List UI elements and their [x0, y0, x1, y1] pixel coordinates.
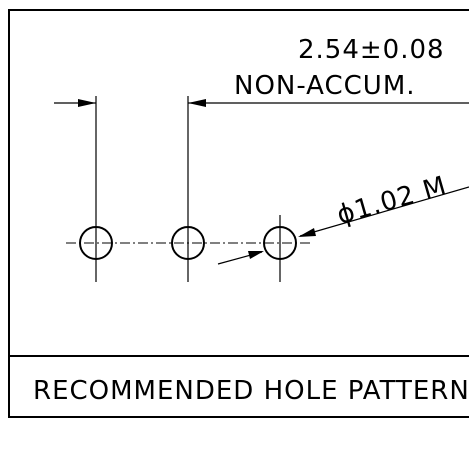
- dimension-arrow-left: [78, 99, 96, 107]
- dimension-arrow-right: [188, 99, 206, 107]
- diameter-leader-arrow: [298, 228, 316, 237]
- hole-diameter-text: ϕ1.02 M: [334, 171, 451, 231]
- diameter-leader-line: [299, 186, 469, 237]
- hole-3: [263, 226, 297, 260]
- hole-1: [79, 226, 113, 260]
- title-block-label: RECOMMENDED HOLE PATTERN: [33, 376, 469, 406]
- spacing-dimension-text: 2.54±0.08: [298, 35, 445, 65]
- non-accumulative-note: NON-ACCUM.: [234, 71, 416, 101]
- hole-2: [171, 226, 205, 260]
- diameter-tail-arrow: [248, 251, 264, 259]
